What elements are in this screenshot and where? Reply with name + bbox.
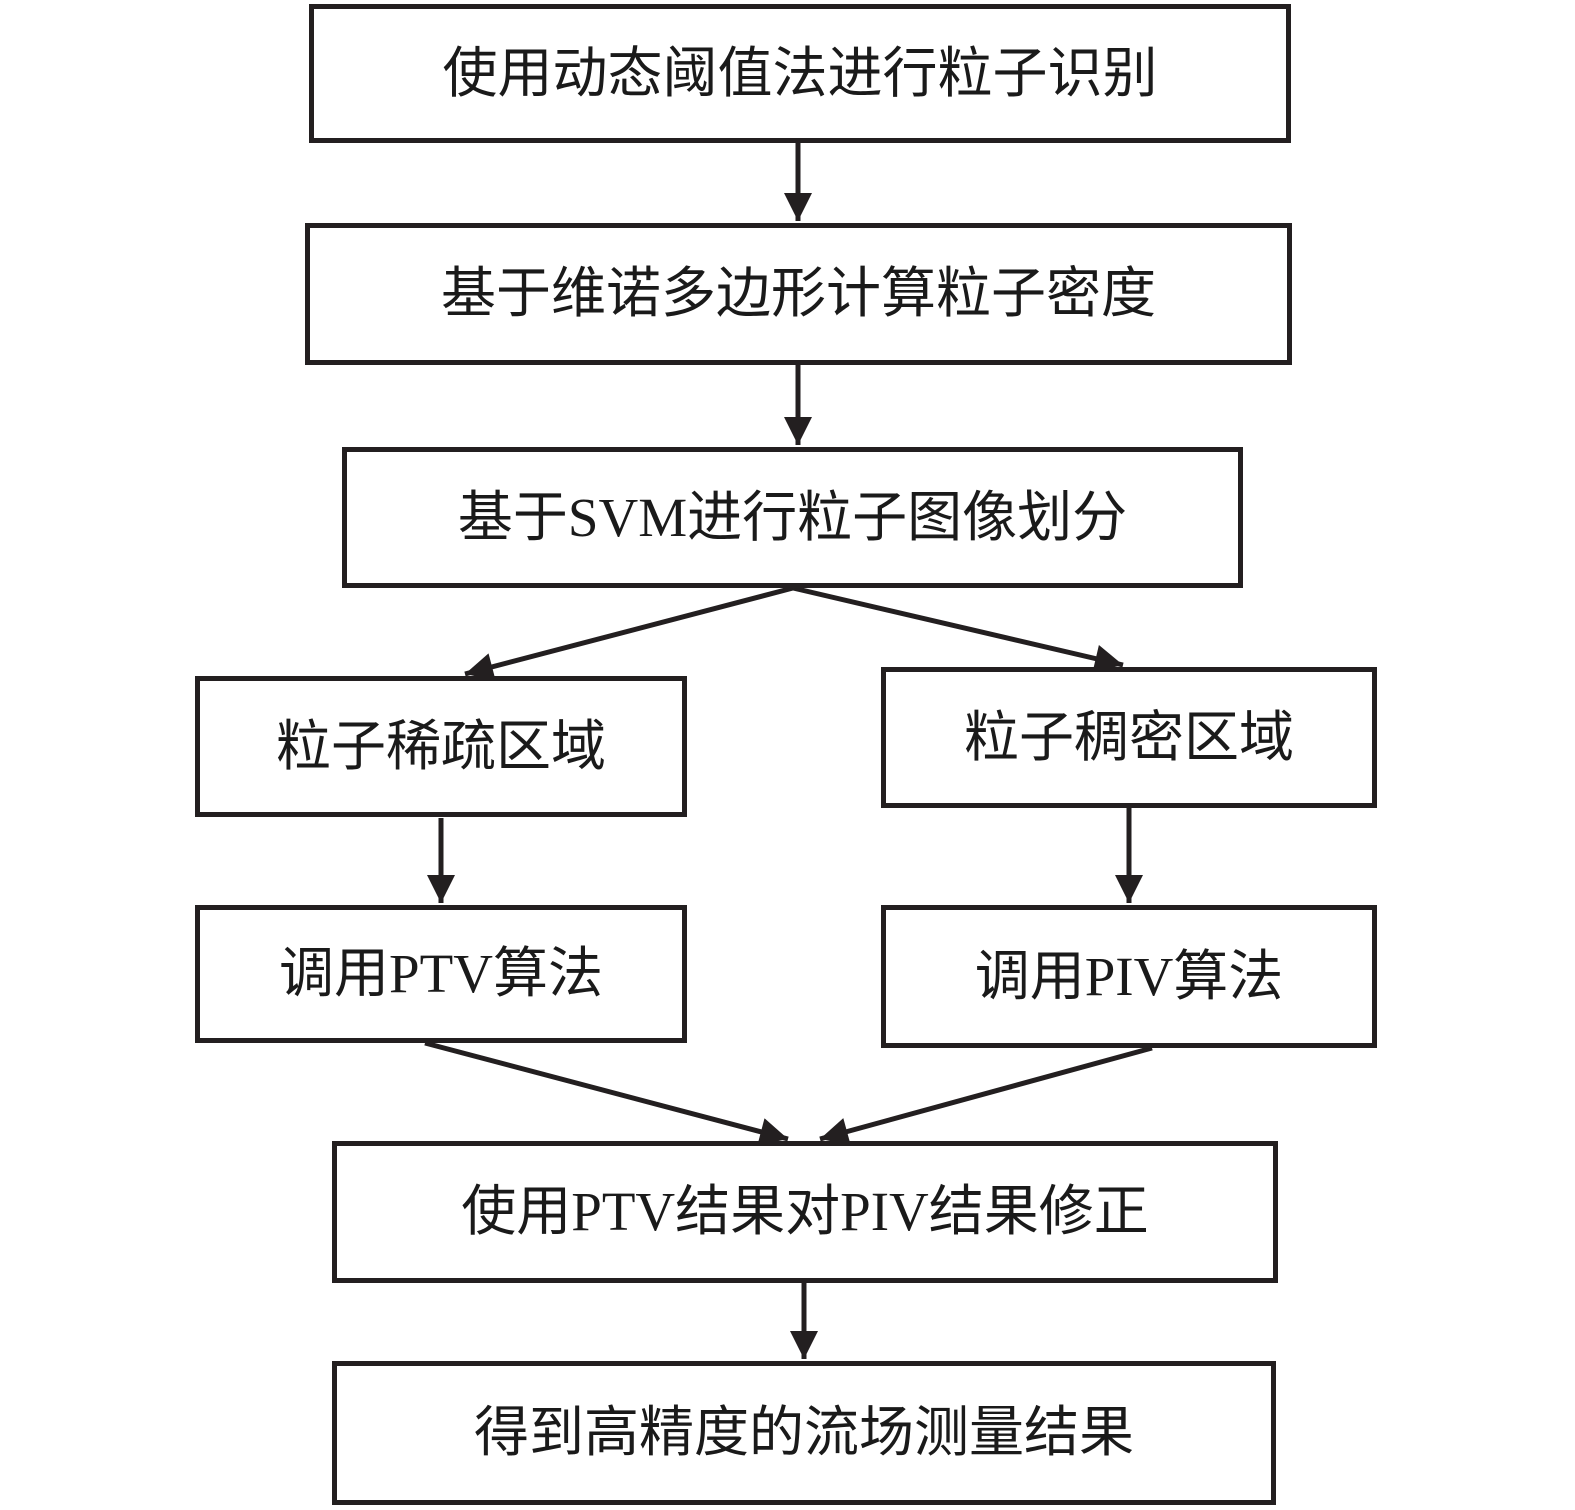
node-particle-identification: 使用动态阈值法进行粒子识别 (309, 4, 1291, 143)
node-label: 粒子稀疏区域 (275, 715, 606, 777)
arrow-piv-correct (819, 1045, 1153, 1146)
arrow-ptv-correct (424, 1040, 789, 1146)
node-ptv-correction: 使用PTV结果对PIV结果修正 (332, 1141, 1278, 1283)
node-ptv-algorithm: 调用PTV算法 (195, 905, 687, 1043)
node-label: 使用动态阈值法进行粒子识别 (442, 42, 1158, 104)
node-final-result: 得到高精度的流场测量结果 (332, 1361, 1276, 1505)
node-label: 使用PTV结果对PIV结果修正 (461, 1181, 1149, 1243)
node-label: 基于维诺多边形计算粒子密度 (440, 263, 1156, 325)
node-label: 粒子稠密区域 (963, 706, 1294, 768)
arrow-svm-sparse (464, 585, 794, 681)
node-svm-partition: 基于SVM进行粒子图像划分 (342, 447, 1243, 588)
node-voronoi-density: 基于维诺多边形计算粒子密度 (305, 223, 1292, 365)
node-dense-region: 粒子稠密区域 (881, 667, 1377, 808)
arrow-svm-dense (792, 585, 1124, 673)
node-label: 基于SVM进行粒子图像划分 (457, 486, 1128, 548)
node-sparse-region: 粒子稀疏区域 (195, 676, 687, 817)
node-label: 调用PIV算法 (974, 945, 1284, 1007)
node-label: 调用PTV算法 (279, 943, 603, 1005)
node-piv-algorithm: 调用PIV算法 (881, 905, 1377, 1048)
node-label: 得到高精度的流场测量结果 (473, 1402, 1134, 1464)
